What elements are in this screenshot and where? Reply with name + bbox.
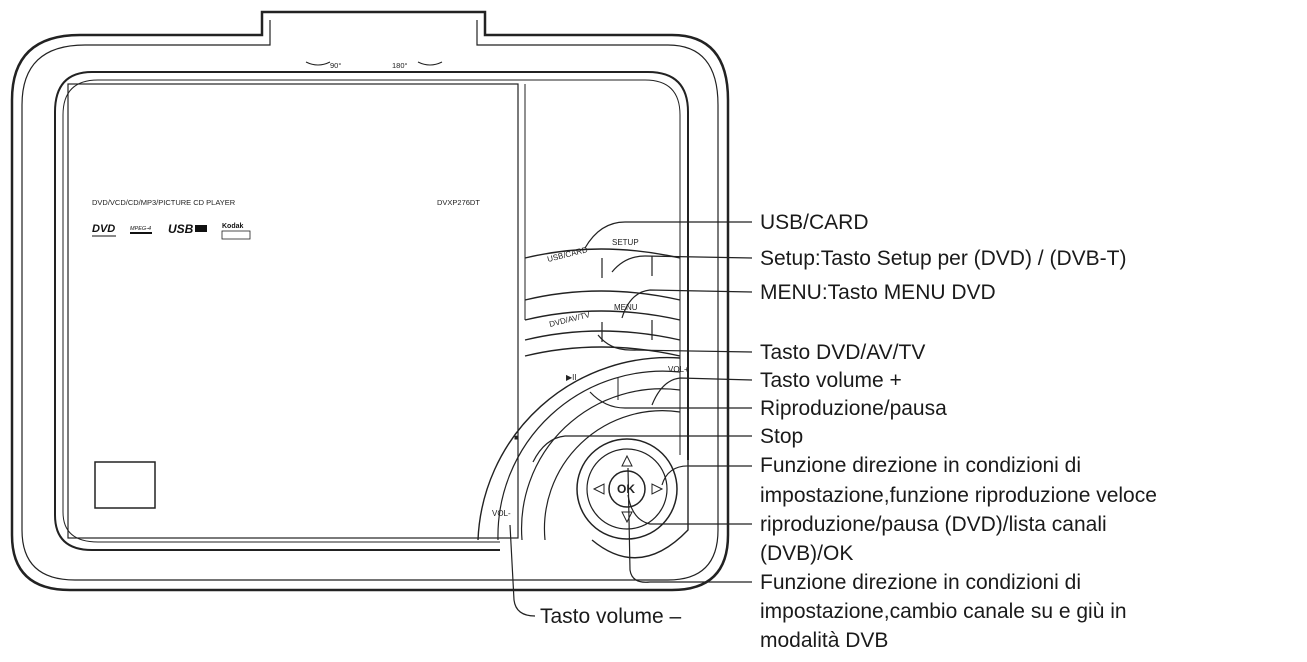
- housing-outer: [10, 10, 730, 592]
- model-number: DVXP276DT: [437, 198, 480, 207]
- svg-text:USB/CARD: USB/CARD: [760, 211, 869, 234]
- dpad-up-icon[interactable]: [621, 454, 633, 467]
- svg-text:modalità DVB: modalità DVB: [760, 629, 888, 652]
- svg-text:(DVB)/OK: (DVB)/OK: [760, 542, 853, 565]
- panel-title: DVD/VCD/CD/MP3/PICTURE CD PLAYER: [92, 198, 236, 207]
- callout-setup: Setup:Tasto Setup per (DVD) / (DVB-T): [760, 247, 1126, 270]
- svg-text:impostazione,funzione riproduz: impostazione,funzione riproduzione veloc…: [760, 484, 1157, 507]
- xpeg4-logo: MPEG-4: [130, 226, 151, 232]
- setup-button-label[interactable]: SETUP: [612, 238, 639, 247]
- callout-ok: riproduzione/pausa (DVD)/lista canali (D…: [760, 513, 1107, 565]
- stop-button-label[interactable]: ■: [514, 433, 519, 442]
- hinge-markings: 90° 180°: [305, 61, 443, 70]
- dpad-right-icon[interactable]: [651, 483, 664, 495]
- svg-text:Funzione direzione in condizio: Funzione direzione in condizioni di: [760, 571, 1081, 594]
- kodak-logo: Kodak: [222, 223, 244, 230]
- svg-text:Tasto volume +: Tasto volume +: [760, 369, 902, 392]
- screen-frame-outer: [54, 71, 689, 551]
- callout-vol-plus: Tasto volume +: [760, 369, 902, 392]
- svg-text:Riproduzione/pausa: Riproduzione/pausa: [760, 397, 947, 420]
- dpad-down-icon[interactable]: [621, 511, 633, 524]
- svg-text:Funzione direzione in condizio: Funzione direzione in condizioni di: [760, 454, 1081, 477]
- usb-card-button-label[interactable]: USB/CARD: [546, 245, 589, 264]
- svg-text:impostazione,cambio canale su: impostazione,cambio canale su e giù in: [760, 600, 1127, 623]
- usb-logo: USB: [168, 222, 194, 236]
- callout-usb-card: USB/CARD: [760, 211, 869, 234]
- callout-play-pause: Riproduzione/pausa: [760, 397, 947, 420]
- play-pause-button-label[interactable]: ▶II: [566, 373, 577, 382]
- hinge-90-label: 90°: [330, 61, 341, 70]
- callout-dvd-av-tv: Tasto DVD/AV/TV: [760, 341, 925, 364]
- vol-minus-button-label[interactable]: VOL-: [492, 509, 511, 518]
- callout-stop: Stop: [760, 425, 803, 448]
- ok-button[interactable]: [608, 470, 646, 508]
- svg-text:MENU:Tasto MENU DVD: MENU:Tasto MENU DVD: [760, 281, 996, 304]
- svg-text:Tasto DVD/AV/TV: Tasto DVD/AV/TV: [760, 341, 925, 364]
- lid-latch: [94, 461, 156, 509]
- dpad-left-icon[interactable]: [592, 483, 605, 495]
- svg-text:Setup:Tasto Setup per (DVD) /: Setup:Tasto Setup per (DVD) / (DVB-T): [760, 247, 1126, 270]
- button-cluster: OK: [477, 248, 689, 559]
- vol-plus-button-label[interactable]: VOL+: [668, 365, 689, 374]
- svg-text:Stop: Stop: [760, 425, 803, 448]
- dvd-video-logo: DVD: [92, 223, 115, 235]
- callout-menu: MENU:Tasto MENU DVD: [760, 281, 996, 304]
- ok-label: OK: [617, 482, 635, 496]
- disc-lid: [67, 83, 519, 539]
- callout-direction-lr: Funzione direzione in condizioni di impo…: [760, 454, 1157, 507]
- leader-lines: [509, 221, 753, 617]
- callout-vol-minus: Tasto volume –: [540, 605, 682, 628]
- housing-inner: [21, 20, 719, 581]
- hinge-180-label: 180°: [392, 61, 408, 70]
- svg-text:riproduzione/pausa (DVD)/lista: riproduzione/pausa (DVD)/lista canali: [760, 513, 1107, 536]
- format-logos: DVD MPEG-4 USB Kodak: [92, 222, 251, 240]
- svg-text:Tasto volume –: Tasto volume –: [540, 605, 682, 628]
- callout-direction-ud: Funzione direzione in condizioni di impo…: [760, 571, 1127, 652]
- dpad-ring[interactable]: [576, 438, 678, 540]
